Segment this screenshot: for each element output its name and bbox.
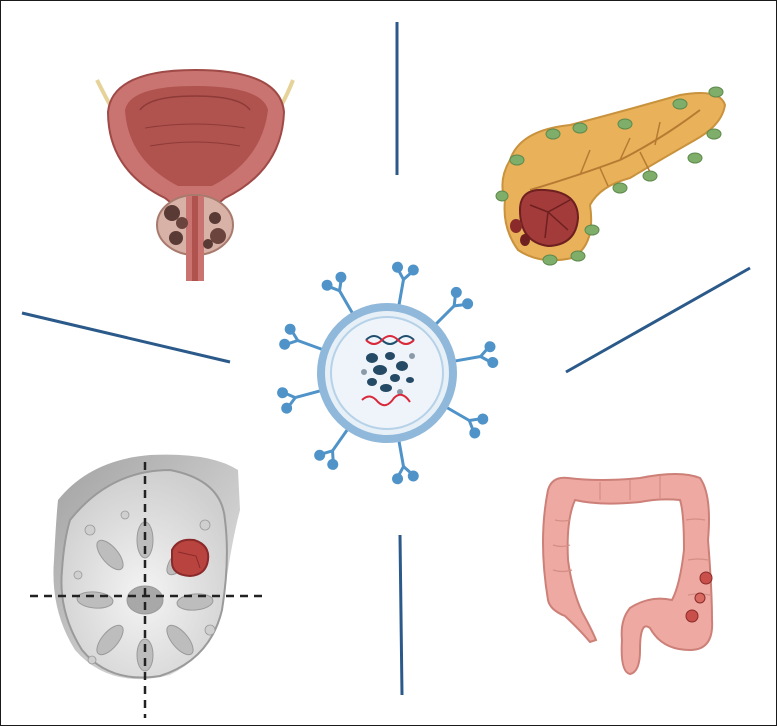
pancreas-tumor-illustration bbox=[496, 87, 725, 265]
divider-right bbox=[566, 268, 750, 372]
breast-tumor-illustration bbox=[30, 455, 265, 718]
extracellular-vesicle-illustration bbox=[278, 263, 498, 484]
colon-tumor-illustration bbox=[543, 474, 712, 674]
bladder-prostate-illustration bbox=[97, 70, 293, 281]
divider-left bbox=[22, 313, 230, 362]
divider-bottom bbox=[400, 535, 402, 695]
